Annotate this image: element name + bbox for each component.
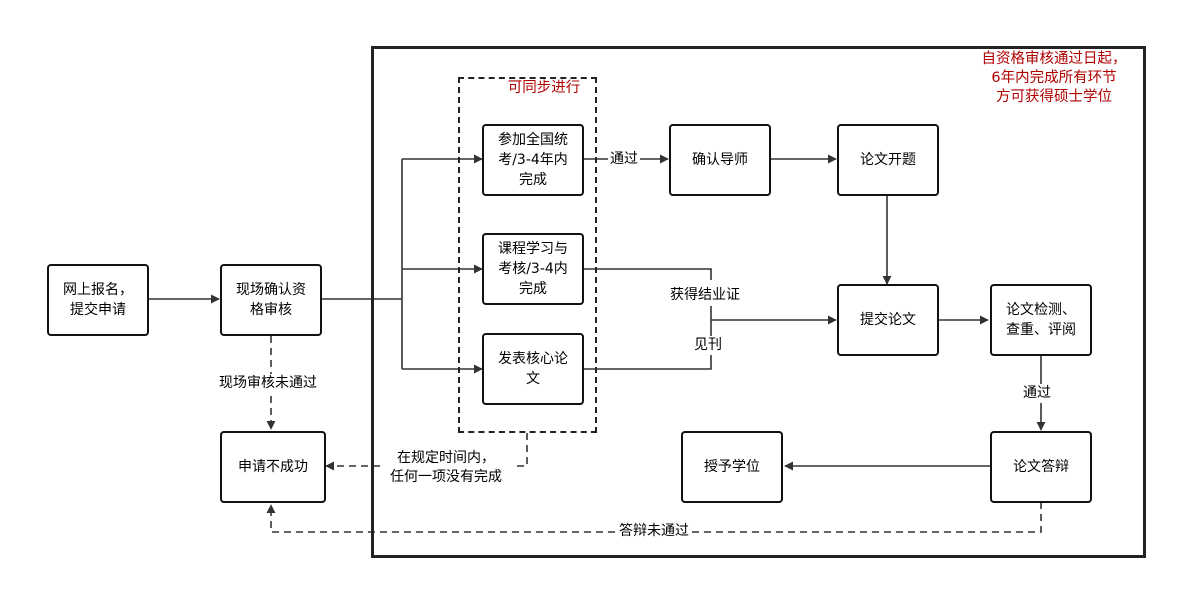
node-course-study: 课程学习与 考核/3-4内 完成	[482, 233, 584, 305]
time-limit-note: 自资格审核通过日起， 6年内完成所有环节 方可获得硕士学位	[981, 51, 1127, 105]
line-publish-to-merge	[584, 355, 712, 370]
line-course-to-merge	[584, 268, 712, 280]
node-online-registration: 网上报名， 提交申请	[47, 264, 149, 336]
node-thesis-defense: 论文答辩	[990, 431, 1092, 503]
six-year-frame	[371, 46, 1146, 558]
node-submit-thesis: 提交论文	[837, 284, 939, 356]
label-pass-exam: 通过	[608, 150, 640, 169]
node-thesis-proposal: 论文开题	[837, 124, 939, 196]
node-thesis-check: 论文检测、 查重、评阅	[990, 284, 1092, 356]
node-national-exam: 参加全国统 考/3-4年内 完成	[482, 124, 584, 196]
node-publish-paper: 发表核心论 文	[482, 333, 584, 405]
node-confirm-advisor: 确认导师	[669, 124, 771, 196]
node-application-failed: 申请不成功	[220, 431, 326, 503]
node-award-degree: 授予学位	[681, 431, 783, 503]
parallel-group-frame	[458, 77, 597, 433]
label-onsite-fail: 现场审核未通过	[217, 374, 319, 393]
label-certificate: 获得结业证	[668, 286, 742, 305]
parallel-note: 可同步进行	[507, 80, 581, 96]
label-timeout: 在规定时间内， 任何一项没有完成	[380, 449, 512, 487]
node-onsite-review: 现场确认资 格审核	[220, 264, 322, 336]
label-pass-check: 通过	[1021, 384, 1053, 403]
label-published: 见刊	[692, 336, 724, 355]
label-defense-fail: 答辩未通过	[617, 522, 691, 541]
